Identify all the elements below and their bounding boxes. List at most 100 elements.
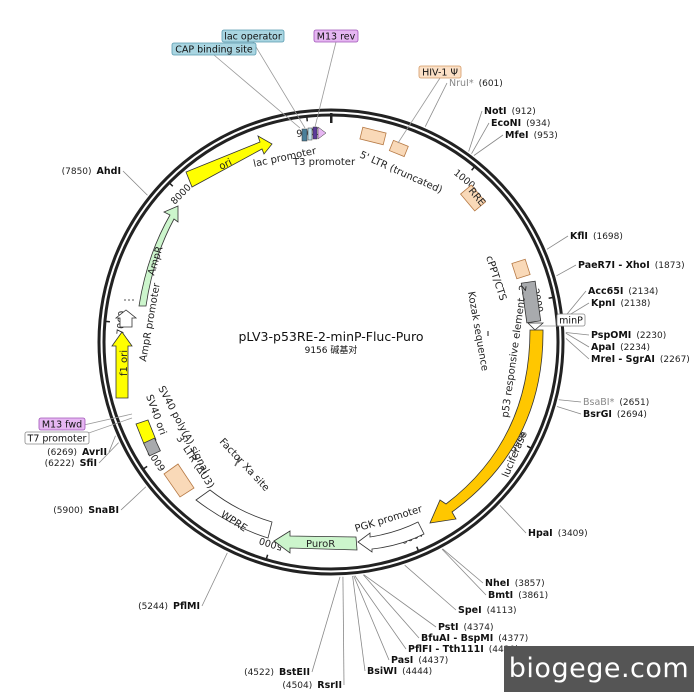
feature-luciferase[interactable] (429, 329, 544, 524)
site-label[interactable]: BsrGI(2694) (583, 409, 647, 420)
site-leader (352, 575, 366, 672)
site-position: (6222) (45, 459, 75, 469)
site-pasi[interactable]: PasI(4437) (391, 655, 448, 666)
site-nhei[interactable]: NheI(3857) (485, 578, 545, 589)
site-hpai[interactable]: HpaI(3409) (528, 528, 588, 539)
feature-wpre[interactable] (195, 489, 273, 539)
site-bsabi-[interactable]: BsaBI*(2651) (583, 397, 649, 408)
site-bmti[interactable]: BmtI(3861) (488, 590, 548, 601)
site-label[interactable]: (4504)RsrII (282, 680, 342, 691)
site-avrii[interactable]: (6269)AvrII (47, 447, 107, 458)
site-sfii[interactable]: (6222)SfiI (45, 458, 97, 469)
site-kfli[interactable]: KflI(1698) (570, 231, 623, 242)
restriction-sites: NruI*(601) NotI(912)EcoNI(934)MfeI(953) Kf… (45, 78, 690, 691)
site-rsrii[interactable]: (4504)RsrII (282, 680, 342, 691)
site-label[interactable]: NheI(3857) (485, 578, 545, 589)
site-label[interactable]: BfuAI - BspMI(4377) (421, 633, 528, 644)
tag-label: HIV-1 Ψ (422, 68, 458, 79)
site-leader (468, 110, 483, 152)
site-position: (953) (534, 131, 558, 141)
site-label[interactable]: (5900)SnaBI (53, 505, 119, 516)
site-pspomi[interactable]: PspOMI(2230) (591, 330, 666, 341)
site-label[interactable]: (7850)AhdI (62, 166, 121, 177)
site-label[interactable]: PaeR7I - XhoI(1873) (578, 260, 685, 271)
site-label[interactable]: (6222)SfiI (45, 458, 97, 469)
site-label[interactable]: BsaBI*(2651) (583, 397, 649, 408)
site-spei[interactable]: SpeI(4113) (458, 605, 517, 616)
site-econi[interactable]: EcoNI(934) (491, 118, 550, 129)
site-bsrgi[interactable]: BsrGI(2694) (583, 409, 647, 420)
tag-t7-promoter: T7 promoter (24, 417, 133, 445)
feature-cppt[interactable] (511, 258, 531, 280)
tag-box (313, 29, 359, 43)
site-label[interactable]: Acc65I(2134) (588, 286, 658, 297)
site-name: BstEII (279, 667, 310, 678)
site-pflfi-tth111i[interactable]: PflFI - Tth111I (4430) (408, 644, 519, 655)
site-name: AhdI (97, 166, 121, 177)
site-mrei-sgrai[interactable]: MreI - SgrAI (2267) (591, 354, 690, 365)
feature-hiv-psi[interactable] (388, 139, 409, 158)
site-apai[interactable]: ApaI(2234) (591, 342, 650, 353)
site-ahdi[interactable]: (7850)AhdI (62, 166, 121, 177)
feature-ltr3[interactable] (163, 463, 195, 498)
site-label[interactable]: PasI(4437) (391, 655, 448, 666)
feature-lac-operator[interactable] (307, 127, 313, 141)
site-bsteii[interactable]: (4522)BstEII (244, 667, 310, 678)
feature-ampr-promoter[interactable] (114, 309, 138, 328)
site-label[interactable]: PspOMI(2230) (591, 330, 666, 341)
site-kpni[interactable]: KpnI(2138) (591, 298, 650, 309)
site-label[interactable]: BmtI(3861) (488, 590, 548, 601)
site-leader (404, 564, 457, 611)
feature-cap-site[interactable] (301, 128, 308, 142)
feature-ltr5[interactable] (359, 126, 387, 146)
site-label[interactable]: PflFI - Tth111I (4430) (408, 644, 519, 655)
site-name: PflFI - Tth111I (408, 644, 484, 655)
site-label[interactable]: NotI(912) (484, 106, 536, 117)
site-nrui-[interactable]: NruI*(601) (449, 78, 503, 89)
site-snabi[interactable]: (5900)SnaBI (53, 505, 119, 516)
site-bsiwi[interactable]: BsiWI(4444) (367, 666, 432, 677)
site-label[interactable]: (6269)AvrII (47, 447, 107, 458)
site-pflmi[interactable]: (5244)PflMI (138, 601, 200, 612)
feature-t3-promoter[interactable] (317, 126, 327, 140)
site-label[interactable]: PstI(4374) (438, 622, 493, 633)
feature-pgk-promoter[interactable] (357, 521, 425, 553)
feature-sv40-ori[interactable] (135, 419, 157, 445)
site-position: (5900) (53, 506, 83, 516)
site-leader (311, 576, 341, 673)
site-acc65i[interactable]: Acc65I(2134) (588, 286, 658, 297)
feature-f1-ori[interactable] (111, 331, 133, 399)
feature-m13-rev[interactable] (312, 126, 318, 140)
site-label[interactable]: KpnI(2138) (591, 298, 650, 309)
site-label[interactable]: ApaI(2234) (591, 342, 650, 353)
site-leader (565, 338, 590, 360)
feature-sv40-polya[interactable] (143, 437, 161, 457)
site-label[interactable]: SpeI(4113) (458, 605, 517, 616)
site-bfuai-bspmi[interactable]: BfuAI - BspMI(4377) (421, 633, 528, 644)
site-leader (499, 505, 527, 534)
site-label[interactable]: (4522)BstEII (244, 667, 310, 678)
feature-ori[interactable] (185, 135, 273, 188)
site-label[interactable]: MreI - SgrAI (2267) (591, 354, 690, 365)
feature-ampr[interactable] (138, 205, 179, 307)
site-psti[interactable]: PstI(4374) (438, 622, 493, 633)
feature-p53re[interactable] (520, 280, 542, 324)
feature-rre[interactable] (460, 184, 486, 212)
site-label[interactable]: BsiWI(4444) (367, 666, 432, 677)
site-position: (2267) (660, 355, 690, 365)
site-label[interactable]: NruI*(601) (449, 78, 503, 89)
feature-minp[interactable] (527, 322, 545, 331)
site-label[interactable]: KflI(1698) (570, 231, 623, 242)
site-label[interactable]: MfeI(953) (505, 130, 558, 141)
site-mfei[interactable]: MfeI(953) (505, 130, 558, 141)
site-paer7i-xhoi[interactable]: PaeR7I - XhoI(1873) (578, 260, 685, 271)
site-label[interactable]: (5244)PflMI (138, 601, 200, 612)
site-label[interactable]: EcoNI(934) (491, 118, 550, 129)
site-name: MreI - SgrAI (591, 354, 655, 365)
site-position: (4430) (489, 645, 519, 655)
feature-puror[interactable] (273, 530, 358, 554)
site-leader (556, 406, 582, 415)
site-noti[interactable]: NotI(912) (484, 106, 536, 117)
site-label[interactable]: HpaI(3409) (528, 528, 588, 539)
